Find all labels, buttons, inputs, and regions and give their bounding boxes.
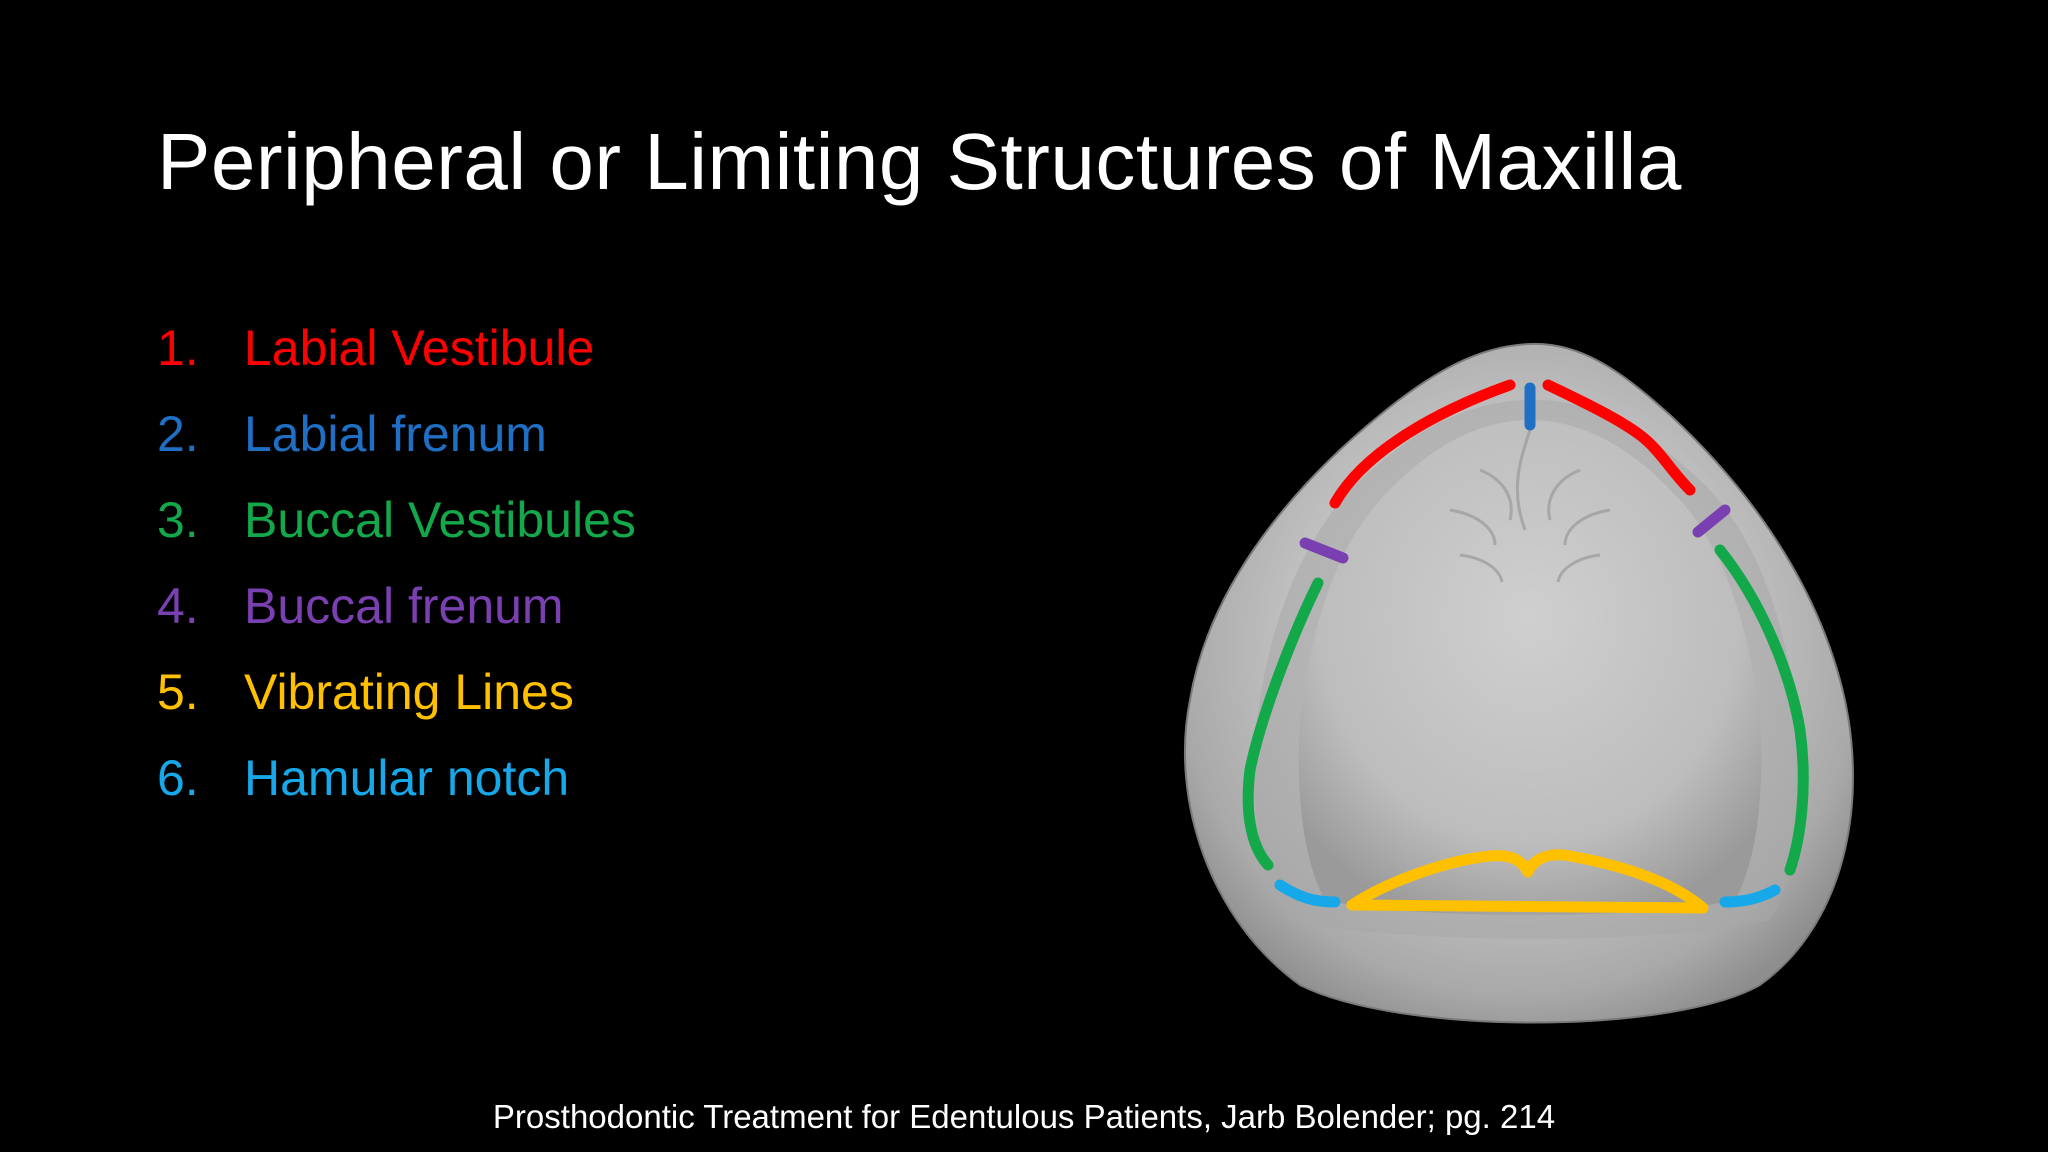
- buccal-vestibule-marker: [1714, 544, 1809, 876]
- buccal-frenum-marker: [1299, 537, 1349, 564]
- structure-list: 1. Labial Vestibule 2. Labial frenum 3. …: [157, 305, 636, 821]
- list-label: Buccal frenum: [244, 578, 564, 634]
- list-label: Labial Vestibule: [244, 320, 595, 376]
- citation: Prosthodontic Treatment for Edentulous P…: [492, 1098, 1556, 1135]
- buccal-frenum-marker: [1692, 504, 1731, 538]
- buccal-vestibule-marker: [1242, 577, 1324, 871]
- vibrating-lines-marker: [1346, 849, 1709, 914]
- list-number: 6.: [157, 750, 199, 806]
- list-item-labial-vestibule: 1. Labial Vestibule: [157, 305, 636, 391]
- list-item-vibrating-lines: 5. Vibrating Lines: [157, 649, 636, 735]
- palate: [1298, 420, 1762, 915]
- list-label: Labial frenum: [244, 406, 547, 462]
- list-number: 2.: [157, 406, 199, 462]
- slide-title: Peripheral or Limiting Structures of Max…: [157, 117, 1682, 206]
- list-label: Buccal Vestibules: [244, 492, 636, 548]
- list-item-labial-frenum: 2. Labial frenum: [157, 391, 636, 477]
- list-item-hamular-notch: 6. Hamular notch: [157, 735, 636, 821]
- list-label: Vibrating Lines: [244, 664, 574, 720]
- list-number: 1.: [157, 320, 199, 376]
- maxilla-cast-diagram: [1183, 342, 1854, 1024]
- list-label: Hamular notch: [244, 750, 570, 806]
- hamular-notch-marker: [1274, 879, 1341, 908]
- list-number: 3.: [157, 492, 199, 548]
- list-number: 4.: [157, 578, 199, 634]
- labial-vestibule-marker: [1542, 379, 1696, 496]
- list-item-buccal-vestibules: 3. Buccal Vestibules: [157, 477, 636, 563]
- labial-vestibule-marker: [1329, 379, 1516, 509]
- hamular-notch-marker: [1719, 884, 1781, 908]
- rugae: [1449, 429, 1611, 583]
- list-item-buccal-frenum: 4. Buccal frenum: [157, 563, 636, 649]
- list-number: 5.: [157, 664, 199, 720]
